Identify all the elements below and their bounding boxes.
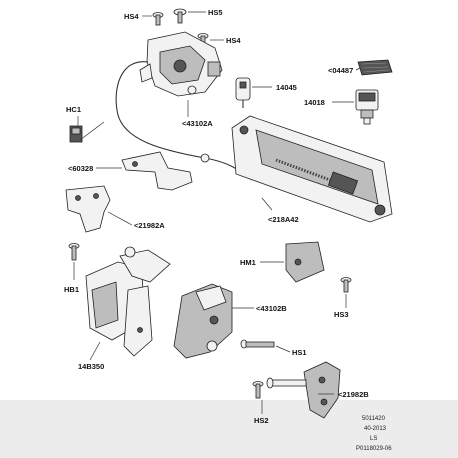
pad-04487 <box>357 59 393 76</box>
latch-43102b <box>173 283 233 359</box>
meta-line-4: P0118029-06 <box>356 446 392 452</box>
callout-hs1: HS1 <box>292 348 307 357</box>
callout-21982a: <21982A <box>134 221 165 230</box>
meta-line-2: 40-2013 <box>364 426 387 432</box>
bracket-60328 <box>121 151 193 191</box>
callout-14018: 14018 <box>304 98 325 107</box>
meta-line-1: 5011420 <box>362 416 386 422</box>
callout-04487: <04487 <box>328 66 353 75</box>
switch-14045 <box>235 77 251 108</box>
callout-43102a: <43102A <box>182 119 213 128</box>
callout-14045: 14045 <box>276 83 297 92</box>
striker-21982a <box>65 185 111 233</box>
striker-21982b <box>266 361 341 419</box>
screw-hs3 <box>340 277 352 293</box>
callout-hs3: HS3 <box>334 310 349 319</box>
clip-hc1 <box>69 125 83 143</box>
callout-14b350: 14B350 <box>78 362 104 371</box>
callout-21982b: <21982B <box>338 390 369 399</box>
callout-hm1: HM1 <box>240 258 256 267</box>
leader-lines <box>73 11 361 414</box>
callout-43102b: <43102B <box>256 304 287 313</box>
screw-hs5 <box>173 8 187 24</box>
callout-hs4-mid: HS4 <box>226 36 241 45</box>
callout-hb1: HB1 <box>64 285 79 294</box>
callout-hs4-top: HS4 <box>124 12 139 21</box>
bolt-hs1 <box>240 339 275 349</box>
callout-218a42: <218A42 <box>268 215 299 224</box>
footer-band <box>0 400 458 458</box>
callout-hs2: HS2 <box>254 416 269 425</box>
bolt-hb1 <box>68 243 80 261</box>
callout-hc1: HC1 <box>66 105 81 114</box>
lower-latch-14b350 <box>85 246 171 357</box>
switch-14018 <box>355 89 379 125</box>
drawing-reference-block: 5011420 40-2013 LS P0118029-06 <box>356 416 392 452</box>
latch-assembly-upper <box>139 31 223 97</box>
cover-hm1 <box>285 241 325 283</box>
bolt-hs2 <box>252 381 264 399</box>
meta-line-3: LS <box>370 436 377 442</box>
callout-60328: <60328 <box>68 164 93 173</box>
callout-hs5: HS5 <box>208 8 223 17</box>
screw-hs4-top <box>152 12 164 26</box>
release-cable <box>115 61 253 181</box>
actuator-218a42 <box>200 115 393 223</box>
